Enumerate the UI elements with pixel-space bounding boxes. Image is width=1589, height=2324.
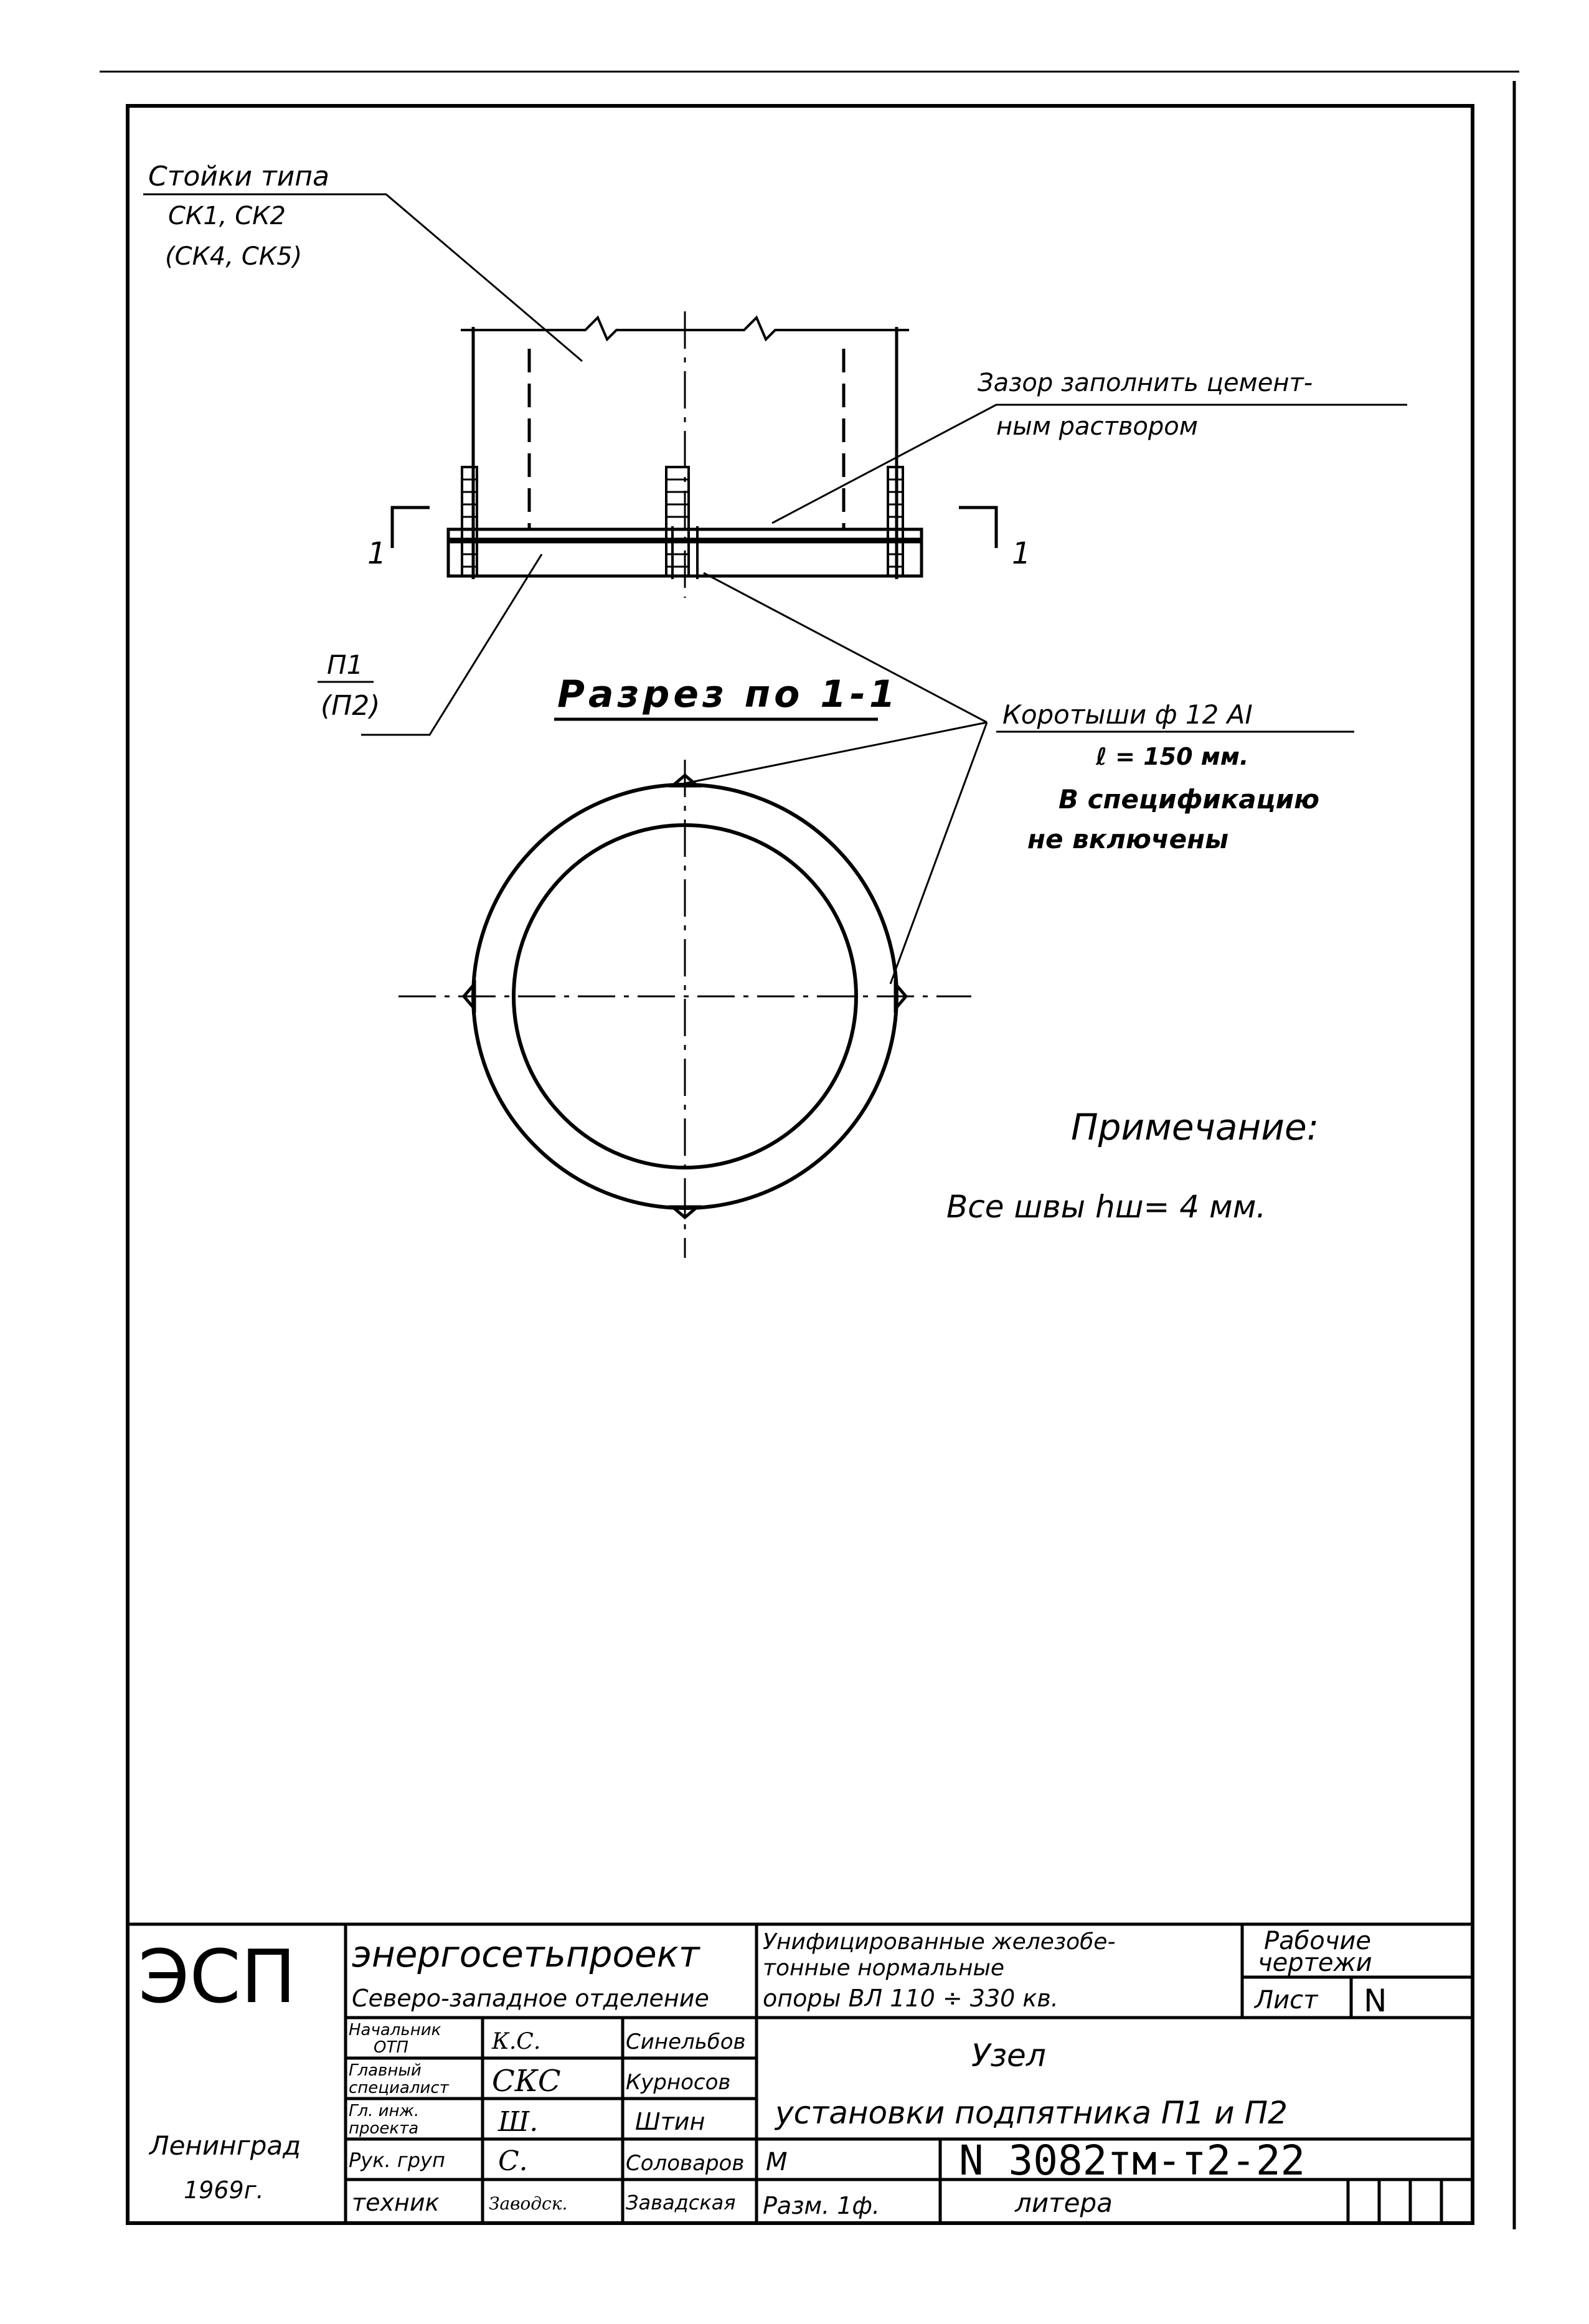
staff-name-1: Синельбов [626,2029,746,2054]
staff-role-1b: ОТП [374,2038,408,2057]
staff-role-5: техник [352,2189,440,2216]
scale-label: М [766,2148,788,2176]
note-text: Все швы hш= 4 мм. [946,1189,1266,1225]
section-view [398,760,971,1258]
logo-esp: ЭСП [138,1934,296,2019]
year: 1969г. [184,2176,264,2204]
gap-label-line2: ным раствором [996,412,1198,441]
sheet-title-line2: установки подпятника П1 и П2 [774,2095,1288,2131]
project-title-line3: опоры ВЛ 110 ÷ 330 кв. [763,1985,1059,2012]
staff-name-4: Соловаров [626,2151,744,2176]
litera-label: литера [1014,2188,1113,2218]
staff-signature-2: СКС [492,2064,561,2099]
leader-lines [143,193,1407,985]
stage-line2: чертежи [1258,1948,1372,1977]
staff-role-3b: проекта [349,2119,418,2138]
stubs-label-line4: не включены [1027,824,1228,854]
project-title-line1: Унифицированные железобе- [763,1929,1115,1955]
staff-signature-3: Ш. [497,2106,538,2138]
sheet-value: N [1364,1983,1387,2019]
sheet-frame [126,104,1474,2225]
stage-line1: Рабочие [1264,1927,1371,1955]
drawing-number: N 3082тм-т2-22 [959,2137,1305,2185]
size-label: Разм. 1ф. [763,2192,880,2219]
stubs-label-line1: Коротыши ф 12 AI [1002,699,1253,730]
stubs-label-line3: В спецификацию [1059,784,1319,815]
staff-name-2: Курносов [626,2070,730,2095]
gap-label-line1: Зазор заполнить цемент- [978,369,1313,397]
staff-signature-1: К.С. [491,2029,540,2054]
org-branch: Северо-западное отделение [352,1985,709,2012]
note-title: Примечание: [1071,1106,1319,1148]
city: Ленинград [148,2130,301,2161]
staff-name-3: Штин [635,2108,705,2135]
project-title-line2: тонные нормальные [763,1955,1004,1981]
racks-label-line3: (СК4, СК5) [165,242,302,271]
staff-signature-4: С. [498,2145,528,2177]
title-block-grid [128,1922,1473,2223]
sheet-label: Лист [1253,1986,1319,2015]
elevation-view [390,311,998,598]
p2-label: (П2) [321,690,380,722]
staff-role-2a: Главный [349,2061,422,2080]
staff-role-4: Рук. груп [349,2148,445,2172]
staff-role-2b: специалист [349,2079,450,2097]
staff-role-3a: Гл. инж. [349,2102,419,2120]
p1-label: П1 [327,649,363,680]
racks-label-line1: Стойки типа [148,161,329,192]
staff-name-5: Завадская [626,2191,736,2214]
org-name: энергосетьпроект [352,1933,701,1975]
racks-label-line2: СК1, СК2 [168,202,286,230]
sheet-title-line1: Узел [971,2038,1046,2074]
section-mark-left: 1 [367,536,387,571]
staff-role-1a: Начальник [349,2021,441,2039]
stubs-label-line2: ℓ = 150 мм. [1095,743,1248,770]
section-title: Разрез по 1-1 [557,673,899,716]
section-mark-right: 1 [1012,536,1031,571]
staff-signature-5: Заводск. [489,2193,567,2214]
